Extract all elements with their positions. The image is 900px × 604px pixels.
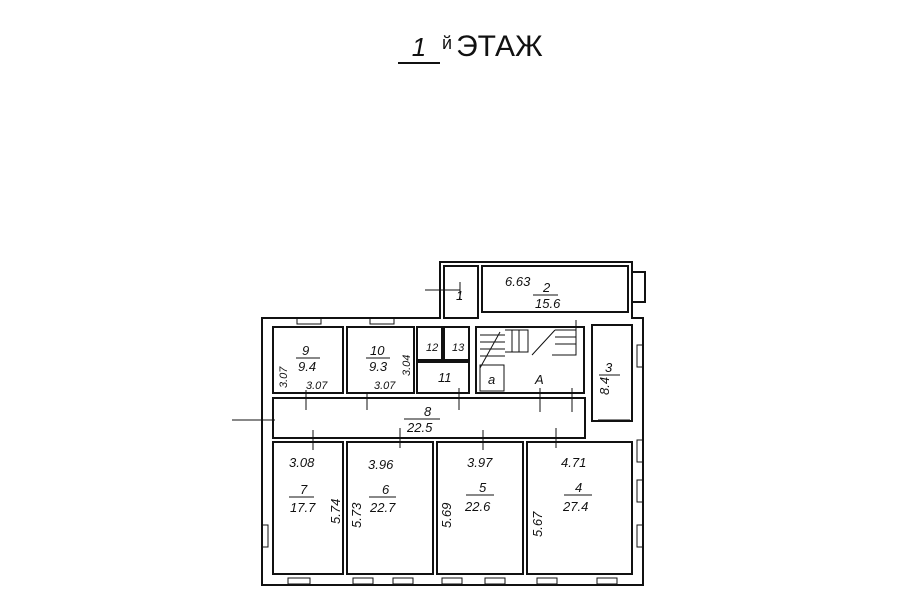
- room-1: [443, 265, 479, 319]
- room-13: [443, 326, 470, 361]
- floor-title: 1 й ЭТАЖ: [398, 30, 543, 64]
- room-A-label: А: [534, 372, 544, 387]
- room-3: [591, 324, 633, 422]
- room-10-width: 3.07: [374, 380, 396, 392]
- room-8-number: 8: [424, 404, 432, 419]
- stairwell: [475, 326, 585, 394]
- room-12-number: 12: [426, 342, 438, 354]
- room-7-area: 17.7: [290, 500, 316, 515]
- room-9-number: 9: [302, 343, 309, 358]
- room-5-area: 22.6: [464, 499, 491, 514]
- room-11-number: 11: [438, 370, 452, 385]
- floor-number: 1: [398, 32, 440, 64]
- room-6-width: 3.96: [368, 457, 394, 472]
- room-5-depth: 5.69: [439, 503, 454, 528]
- room-9-area: 9.4: [298, 359, 316, 374]
- floor-suffix: й: [442, 33, 453, 53]
- room-10-area: 9.3: [369, 359, 388, 374]
- room-2-number: 2: [542, 280, 551, 295]
- room-2-length: 6.63: [505, 274, 531, 289]
- room-a-label: а: [488, 372, 495, 387]
- stair-lines: [479, 320, 577, 369]
- room-10: [346, 326, 415, 394]
- room-7-width: 3.08: [289, 455, 315, 470]
- annex-extension: [632, 271, 646, 303]
- room-4-depth: 5.67: [530, 511, 545, 537]
- room-11: [416, 361, 470, 394]
- outer-wall: [261, 261, 644, 586]
- room-6-number: 6: [382, 482, 390, 497]
- room-4-number: 4: [575, 480, 582, 495]
- room-8-area: 22.5: [406, 420, 433, 435]
- room-3-area: 8.4: [597, 377, 612, 395]
- room-2-area: 15.6: [535, 296, 561, 311]
- room-5-number: 5: [479, 480, 487, 495]
- room-1-number: 1: [456, 288, 463, 303]
- room-9-width: 3.07: [306, 380, 328, 392]
- room-10-depth: 3.04: [401, 355, 413, 376]
- room-7: [272, 441, 344, 575]
- room-6-depth: 5.73: [349, 502, 364, 528]
- room-8-corridor: [272, 397, 586, 439]
- room-7-depth: 5.74: [328, 499, 343, 524]
- room-7-number: 7: [300, 482, 308, 497]
- room-3-number: 3: [605, 360, 613, 375]
- room-5-width: 3.97: [467, 455, 493, 470]
- floor-word: ЭТАЖ: [456, 30, 543, 63]
- windows: [261, 317, 644, 585]
- room-6: [346, 441, 434, 575]
- room-5: [436, 441, 524, 575]
- room-12: [416, 326, 443, 361]
- room-a: [479, 364, 505, 392]
- room-13-number: 13: [452, 342, 465, 354]
- room-4: [526, 441, 633, 575]
- door-marks: [232, 282, 630, 450]
- room-6-area: 22.7: [369, 500, 396, 515]
- room-2: [481, 265, 629, 313]
- room-10-number: 10: [370, 343, 385, 358]
- room-9: [272, 326, 344, 394]
- room-4-area: 27.4: [562, 499, 588, 514]
- room-9-depth: 3.07: [278, 366, 290, 388]
- room-4-width: 4.71: [561, 455, 586, 470]
